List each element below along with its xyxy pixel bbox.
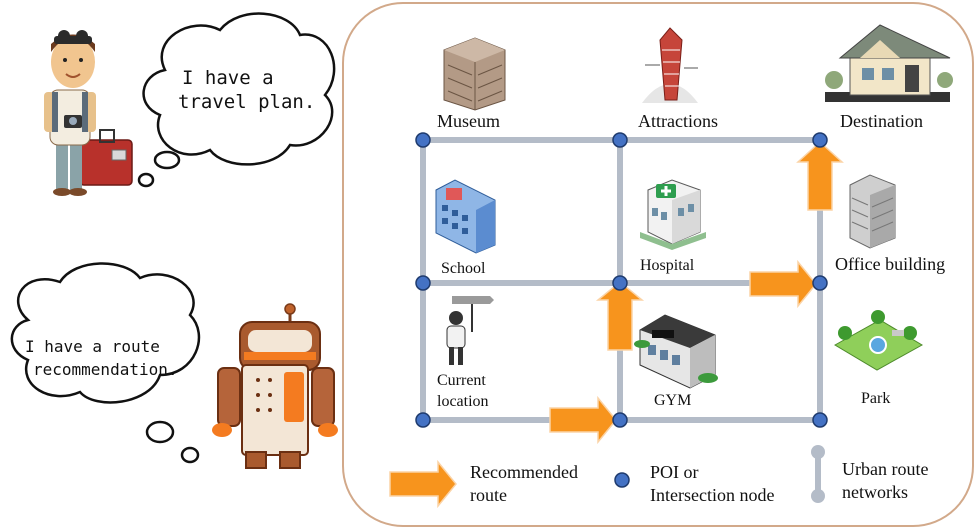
label-park: Park — [861, 390, 890, 407]
legend-node-line-2: Intersection node — [650, 485, 774, 505]
legend-network-line-2: networks — [842, 482, 908, 502]
park-icon — [833, 310, 924, 371]
label-current-line-2: location — [437, 393, 489, 410]
route-arrow-1 — [549, 395, 617, 445]
traveler-illustration — [44, 30, 133, 196]
label-hospital: Hospital — [640, 257, 695, 274]
legend-node-line-1: POI or — [650, 462, 699, 482]
route-arrow-3 — [749, 259, 817, 309]
traveler-speech-line-2: travel plan. — [178, 91, 315, 113]
robot-illustration — [212, 303, 338, 469]
legend-route-arrow — [389, 459, 457, 509]
robot-speech-line-1: I have a route — [25, 337, 160, 356]
attractions-icon — [642, 27, 698, 103]
hospital-icon — [640, 179, 706, 250]
traveler-speech-bubble: I have a travel plan. — [137, 12, 336, 188]
legend-network-line-1: Urban route — [842, 459, 928, 479]
legend-route-line-2: route — [470, 485, 507, 505]
traveler-speech-line-1: I have a — [182, 67, 274, 89]
label-office-building: Office building — [835, 254, 945, 274]
destination-house-icon — [825, 24, 953, 102]
label-museum: Museum — [437, 111, 500, 131]
museum-icon — [443, 37, 506, 111]
legend-route-line-1: Recommended — [470, 462, 578, 482]
recommended-route — [549, 140, 844, 445]
legend-node-dot — [614, 472, 630, 488]
label-destination: Destination — [840, 111, 923, 131]
gym-icon — [634, 314, 718, 389]
route-arrow-2 — [595, 281, 645, 351]
legend: Recommended route POI or Intersection no… — [389, 445, 928, 509]
school-icon — [435, 179, 496, 254]
label-current-line-1: Current — [437, 372, 486, 389]
route-arrow-4 — [796, 140, 844, 211]
label-gym: GYM — [654, 392, 691, 409]
robot-speech-line-2: recommendation. — [33, 360, 178, 379]
office-building-icon — [849, 174, 896, 249]
poi-labels: Museum Attractions Destination School Ho… — [437, 111, 945, 410]
current-location-icon — [446, 296, 494, 365]
robot-speech-bubble: I have a route recommendation. — [10, 262, 201, 464]
intersection-nodes — [415, 132, 828, 428]
label-school: School — [441, 260, 486, 277]
label-attractions: Attractions — [638, 111, 718, 131]
